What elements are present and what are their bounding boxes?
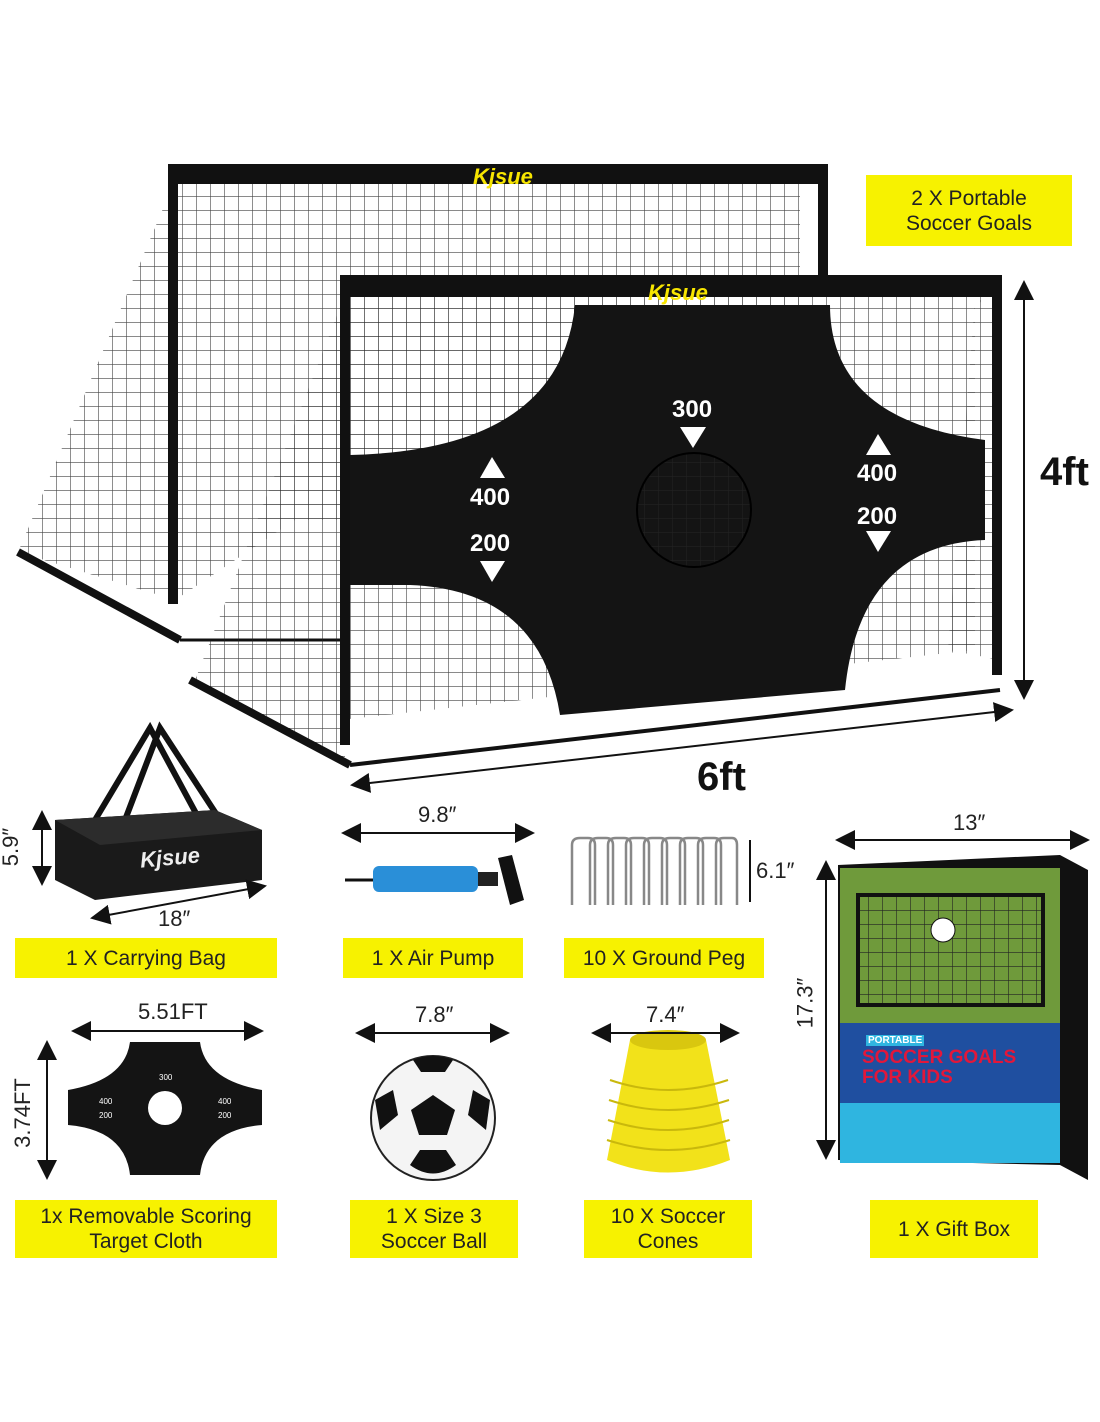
target-cloth-small [68, 1042, 262, 1175]
air-pump [345, 855, 524, 905]
label-ground-peg: 10 X Ground Peg [564, 938, 764, 978]
score-200-right: 200 [857, 503, 898, 530]
dim-box-width: 13″ [953, 810, 986, 835]
soccer-ball [370, 1055, 496, 1181]
dim-cloth-height: 3.74FT [9, 1078, 35, 1148]
dim-ball: 7.8″ [415, 1002, 454, 1027]
dim-bag-height: 5.9″ [0, 827, 24, 867]
dim-cones: 7.4″ [646, 1002, 685, 1027]
cloth-score-400-right: 400 [218, 1097, 232, 1106]
dim-width: 6ft [697, 755, 746, 799]
label-soccer-ball: 1 X Size 3 Soccer Ball [350, 1200, 518, 1258]
label-target-cloth: 1x Removable Scoring Target Cloth [15, 1200, 277, 1258]
label-portable-goals: 2 X Portable Soccer Goals [866, 175, 1072, 246]
label-air-pump: 1 X Air Pump [343, 938, 523, 978]
soccer-cones [606, 1030, 731, 1173]
label-carrying-bag: 1 X Carrying Bag [15, 938, 277, 978]
score-400-right: 400 [857, 460, 898, 487]
brand-logo: Kjsue [138, 842, 201, 873]
gift-box-tag: PORTABLE [866, 1035, 925, 1046]
cloth-score-200-right: 200 [218, 1111, 232, 1120]
dim-peg: 6.1″ [756, 858, 795, 883]
carrying-bag [55, 721, 262, 900]
brand-logo: Kjsue [648, 280, 708, 305]
label-gift-box: 1 X Gift Box [870, 1200, 1038, 1258]
gift-box-title-2: FOR KIDS [862, 1067, 953, 1088]
score-300: 300 [672, 396, 713, 423]
cloth-score-300: 300 [159, 1073, 173, 1082]
dim-bag-length: 18″ [158, 906, 191, 931]
score-200-left: 200 [470, 530, 511, 557]
dim-cloth-width: 5.51FT [138, 999, 208, 1024]
brand-logo: Kjsue [473, 164, 533, 189]
dim-box-height: 17.3″ [792, 977, 818, 1029]
cloth-score-200-left: 200 [99, 1111, 113, 1120]
ground-pegs [570, 836, 739, 905]
cloth-score-400-left: 400 [99, 1097, 113, 1106]
front-goal [188, 275, 1002, 769]
label-soccer-cones: 10 X Soccer Cones [584, 1200, 752, 1258]
target-hole [636, 452, 752, 568]
dim-pump: 9.8″ [418, 802, 457, 827]
dim-height: 4ft [1040, 450, 1089, 494]
gift-box [838, 855, 1088, 1180]
score-400-left: 400 [470, 484, 511, 511]
gift-box-title-1: SOCCER GOALS [862, 1047, 1017, 1068]
